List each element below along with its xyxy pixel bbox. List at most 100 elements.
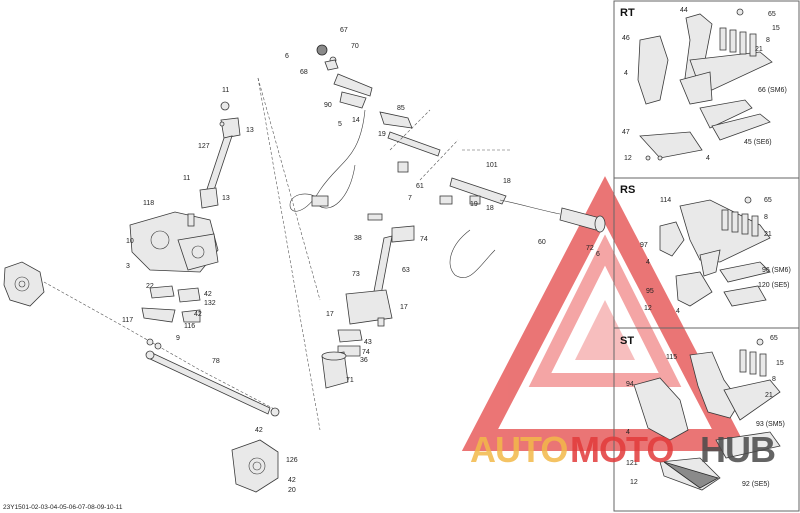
- callout-42d: 42: [288, 477, 296, 484]
- rs-callout-97: 97: [640, 242, 648, 249]
- side-panels-frame: [613, 0, 800, 512]
- rt-callout-12: 12: [624, 155, 632, 162]
- st-callout-92: 92 (SE5): [742, 481, 770, 488]
- callout-72: 72: [586, 245, 594, 252]
- callout-70: 70: [351, 43, 359, 50]
- panel-label-rt: RT: [620, 7, 635, 19]
- callout-127: 127: [198, 143, 210, 150]
- callout-67: 67: [340, 27, 348, 34]
- st-callout-8: 8: [772, 376, 776, 383]
- callout-63: 63: [402, 267, 410, 274]
- rs-callout-65: 65: [764, 197, 772, 204]
- reference-code: 23Y1501-02-03-04-05-06-07-08-09-10-11: [3, 504, 123, 511]
- callout-117: 117: [122, 317, 133, 324]
- callout-132: 132: [204, 300, 216, 307]
- rt-callout-8: 8: [766, 37, 770, 44]
- rt-callout-4a: 4: [624, 70, 628, 77]
- watermark-text-c: HUB: [700, 429, 775, 470]
- rs-callout-4a: 4: [646, 259, 650, 266]
- callout-42c: 42: [255, 427, 263, 434]
- rs-callout-12: 12: [644, 305, 652, 312]
- steering-shaft: [199, 101, 241, 209]
- st-callout-65: 65: [770, 335, 778, 342]
- st-parts: [633, 338, 781, 491]
- callout-85: 85: [397, 105, 405, 112]
- callout-14: 14: [352, 117, 360, 124]
- callout-19b: 19: [470, 201, 478, 208]
- panel-label-st: ST: [620, 335, 634, 347]
- callout-101: 101: [486, 162, 498, 169]
- callout-17a: 17: [326, 311, 334, 318]
- rt-callout-66: 66 (SM6): [758, 87, 787, 94]
- callout-38: 38: [354, 235, 362, 242]
- handlebar-right: [449, 149, 606, 278]
- rt-callout-21: 21: [755, 46, 763, 53]
- st-callout-21: 21: [765, 392, 773, 399]
- callout-6a: 6: [285, 53, 289, 60]
- rt-callout-65: 65: [768, 11, 776, 18]
- rs-callout-114: 114: [660, 197, 671, 204]
- rs-callout-21: 21: [764, 231, 772, 238]
- switches: [367, 161, 481, 221]
- callout-118: 118: [143, 200, 154, 207]
- callout-68: 68: [300, 69, 308, 76]
- callout-6b: 6: [596, 251, 600, 258]
- rt-callout-46: 46: [622, 35, 630, 42]
- panel-label-rs: RS: [620, 184, 635, 196]
- st-callouts: 65 115 15 8 94 21 4 93 (SM5) 121 12 92 (…: [626, 335, 785, 488]
- callout-126: 126: [286, 457, 298, 464]
- main-callouts: 11 13 127 11 13 118 10 3 22 42 132 116 4…: [122, 27, 600, 494]
- st-callout-15: 15: [776, 360, 784, 367]
- callout-73: 73: [352, 271, 360, 278]
- rt-callouts: 44 65 15 46 8 21 4 66 (SM6) 47 45 (SE6) …: [622, 7, 787, 162]
- watermark-text-a: AUTO: [470, 429, 567, 470]
- rs-callout-120: 120 (SE5): [758, 282, 790, 289]
- callout-5: 5: [338, 121, 342, 128]
- clamp-parts: [141, 285, 201, 350]
- st-callout-93: 93 (SM5): [756, 421, 785, 428]
- callout-18a: 18: [503, 178, 511, 185]
- callout-19a: 19: [378, 131, 386, 138]
- left-knuckle: [3, 261, 45, 307]
- callout-74b: 74: [362, 349, 370, 356]
- rt-callout-4b: 4: [706, 155, 710, 162]
- rt-callout-15: 15: [772, 25, 780, 32]
- rs-parts: [659, 196, 771, 307]
- rs-callout-96: 96 (SM6): [762, 267, 791, 274]
- callout-61: 61: [416, 183, 424, 190]
- st-callout-115: 115: [666, 354, 677, 361]
- st-callout-121: 121: [626, 460, 638, 467]
- callout-42b: 42: [194, 311, 202, 318]
- triangle-logo-icon: [461, 176, 749, 451]
- rs-callout-95: 95: [646, 288, 654, 295]
- callout-13b: 13: [222, 195, 230, 202]
- callout-10: 10: [126, 238, 134, 245]
- watermark-text-b: MOTO: [570, 429, 673, 470]
- callout-60: 60: [538, 239, 546, 246]
- callout-78: 78: [212, 358, 220, 365]
- lower-column: [321, 225, 415, 389]
- callout-3: 3: [126, 263, 130, 270]
- st-callout-94: 94: [626, 381, 634, 388]
- callout-7: 7: [408, 195, 412, 202]
- callout-11a: 11: [222, 87, 229, 94]
- callout-9: 9: [176, 335, 180, 342]
- rs-callout-8: 8: [764, 214, 768, 221]
- callout-22: 22: [146, 283, 154, 290]
- upper-column-parts: [316, 44, 373, 109]
- right-knuckle: [231, 439, 279, 493]
- handlebar: [379, 109, 459, 181]
- callout-71: 71: [346, 377, 354, 384]
- callout-42a: 42: [204, 291, 212, 298]
- steering-gearbox: [129, 211, 219, 273]
- callout-11b: 11: [183, 175, 190, 182]
- callout-116: 116: [184, 323, 195, 330]
- callout-13a: 13: [246, 127, 254, 134]
- rt-callout-47: 47: [622, 129, 630, 136]
- st-callout-12: 12: [630, 479, 638, 486]
- rt-callout-44: 44: [680, 7, 688, 14]
- callout-18b: 18: [486, 205, 494, 212]
- rt-parts: [637, 8, 773, 161]
